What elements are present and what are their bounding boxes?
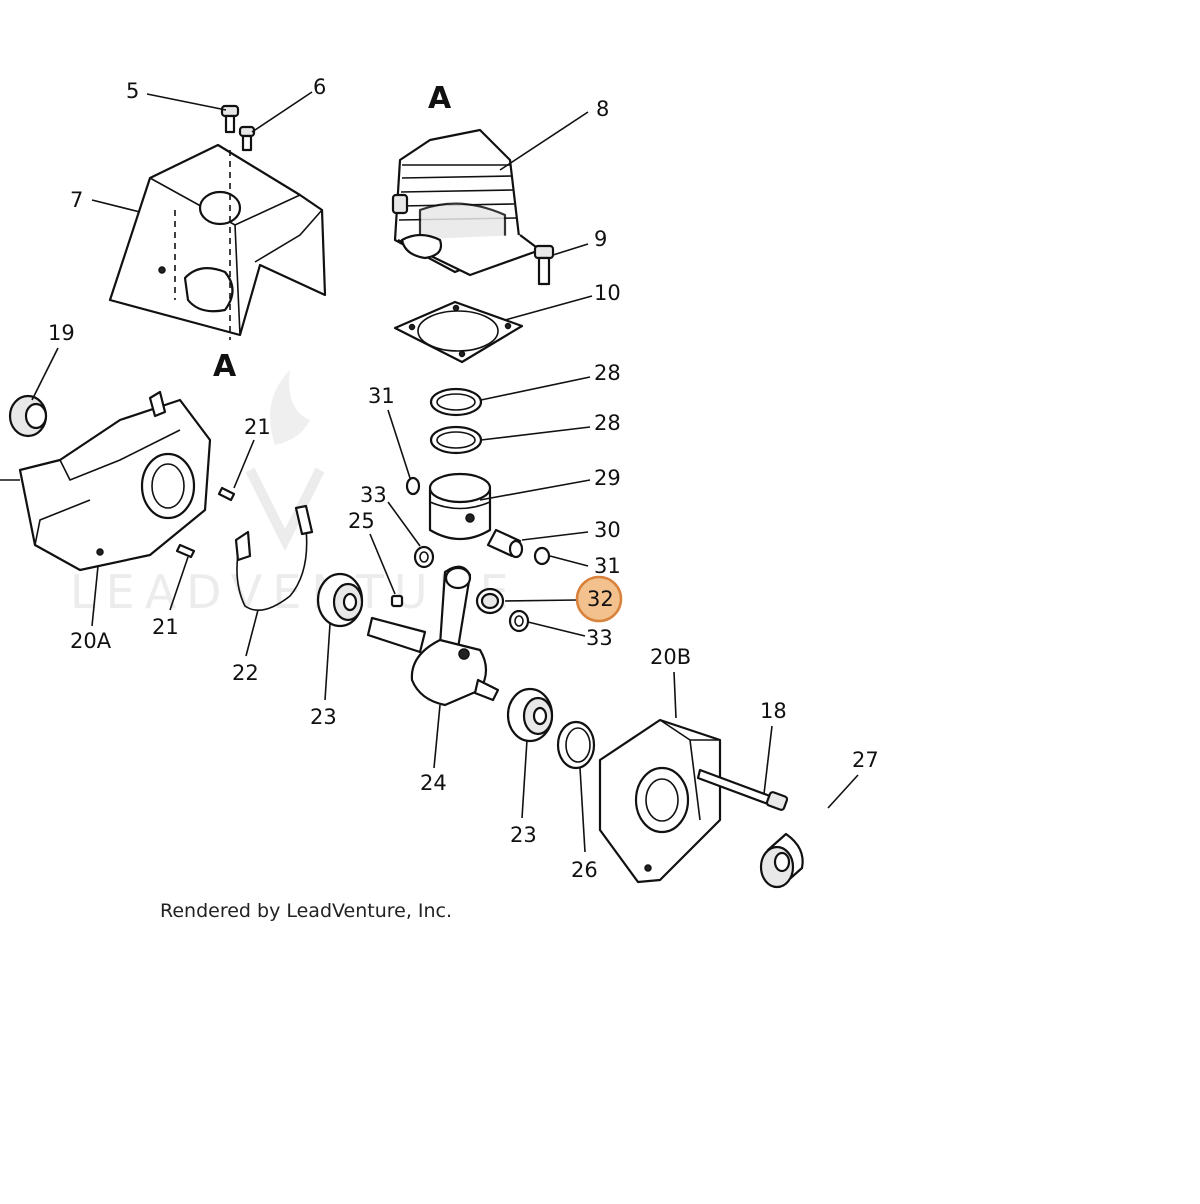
part-crankcase-gasket[interactable] xyxy=(234,504,314,612)
render-credit: Rendered by LeadVenture, Inc. xyxy=(160,900,453,922)
callout-30[interactable]: 30 xyxy=(594,518,621,542)
part-cylinder[interactable] xyxy=(391,128,542,277)
callout-A-bottom: A xyxy=(213,349,237,384)
callout-7[interactable]: 7 xyxy=(70,188,83,212)
part-needle-bearing[interactable] xyxy=(475,587,505,615)
part-crankcase-left[interactable] xyxy=(0,390,212,572)
highlight-circle-32 xyxy=(575,575,623,623)
part-oil-seal-19[interactable] xyxy=(8,394,48,438)
callout-28-lower[interactable]: 28 xyxy=(594,411,621,435)
callout-23-left[interactable]: 23 xyxy=(310,705,337,729)
part-piston-ring-lower[interactable] xyxy=(429,425,483,455)
callout-A-top: A xyxy=(428,81,452,116)
callout-31-lower[interactable]: 31 xyxy=(594,554,621,578)
part-washer-33-lower[interactable] xyxy=(508,609,530,633)
callout-33-upper[interactable]: 33 xyxy=(360,483,387,507)
part-bearing-23-left[interactable] xyxy=(316,572,364,628)
part-clip-31-upper[interactable] xyxy=(405,476,421,496)
callout-31-upper[interactable]: 31 xyxy=(368,384,395,408)
part-washer-33-upper[interactable] xyxy=(413,545,435,569)
callout-32[interactable]: 32 xyxy=(587,587,614,611)
callout-18[interactable]: 18 xyxy=(760,699,787,723)
part-woodruff-key[interactable] xyxy=(390,594,404,608)
callout-29[interactable]: 29 xyxy=(594,466,621,490)
part-bearing-23-right[interactable] xyxy=(506,687,554,743)
callout-27[interactable]: 27 xyxy=(852,748,879,772)
part-piston[interactable] xyxy=(428,472,492,540)
callout-19[interactable]: 19 xyxy=(48,321,75,345)
part-bolt-18[interactable] xyxy=(696,768,789,811)
callout-24[interactable]: 24 xyxy=(420,771,447,795)
callout-labels: 5 6 7 A 8 9 10 A 19 28 28 31 21 29 33 25… xyxy=(48,75,879,882)
callout-9[interactable]: 9 xyxy=(594,227,607,251)
callout-22[interactable]: 22 xyxy=(232,661,259,685)
part-crankcase-right[interactable] xyxy=(598,718,722,884)
leader-lines xyxy=(31,91,859,853)
part-oil-seal-27[interactable] xyxy=(759,832,804,889)
callout-20A[interactable]: 20A xyxy=(70,629,112,653)
callout-26[interactable]: 26 xyxy=(571,858,598,882)
callout-21-lower[interactable]: 21 xyxy=(152,615,179,639)
part-shroud-cover[interactable] xyxy=(108,143,327,340)
part-dowel-21-lower[interactable] xyxy=(175,543,196,559)
part-snap-ring[interactable] xyxy=(556,720,596,770)
callout-20B[interactable]: 20B xyxy=(650,645,691,669)
part-dowel-21-upper[interactable] xyxy=(217,486,236,502)
part-piston-ring-upper[interactable] xyxy=(429,387,483,417)
callout-5[interactable]: 5 xyxy=(126,79,139,103)
callout-28-upper[interactable]: 28 xyxy=(594,361,621,385)
callout-6[interactable]: 6 xyxy=(313,75,326,99)
callout-8[interactable]: 8 xyxy=(596,97,609,121)
watermark-text: LEADVENTURE xyxy=(70,565,519,619)
callout-33-lower[interactable]: 33 xyxy=(586,626,613,650)
watermark: LEADVENTURE xyxy=(70,370,519,619)
callout-10[interactable]: 10 xyxy=(594,281,621,305)
part-piston-pin[interactable] xyxy=(486,528,524,559)
part-bolt-9[interactable] xyxy=(533,244,555,286)
callout-21-upper[interactable]: 21 xyxy=(244,415,271,439)
part-gasket-10[interactable] xyxy=(393,300,524,364)
callout-23-right[interactable]: 23 xyxy=(510,823,537,847)
part-screw-6[interactable] xyxy=(238,125,256,152)
part-screw-5[interactable] xyxy=(220,104,240,134)
callout-25[interactable]: 25 xyxy=(348,509,375,533)
part-crankshaft[interactable] xyxy=(366,565,500,707)
part-clip-31-lower[interactable] xyxy=(533,546,551,566)
